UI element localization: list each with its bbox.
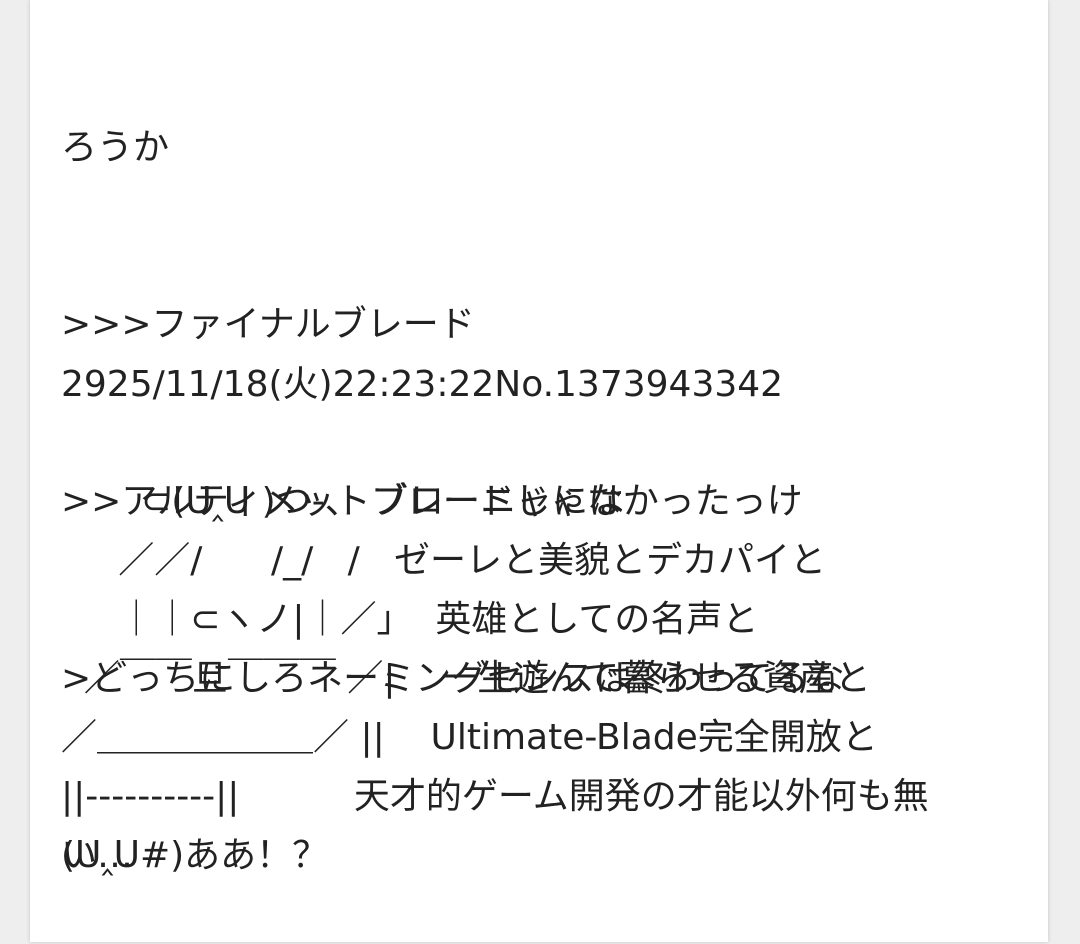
quote-line: >>アルティメットブレードじゃなかったっけ [61, 481, 803, 522]
ascii-art-line: ||----------|| 天才的ゲーム開発の才能以外何も無 [61, 776, 929, 817]
post-card [30, 0, 1048, 942]
post-body: ろうか >>>ファイナルブレード >>アルティメットブレードじゃなかったっけ >… [61, 0, 1061, 944]
quote-line: >どっちにしろネーミングセンスは終わってるな [61, 658, 845, 699]
ascii-art-line: ⊂(ᑌ‸ᑌ )つ-、 ブローニャには [61, 481, 625, 522]
ascii-art-line: い… [61, 835, 134, 876]
ascii-art-line: ｜｜⊂ヽノ|｜／」 英雄としての名声と [61, 599, 759, 640]
ascii-art-line: ／＿＿＿＿＿＿／ || Ultimate-Blade完全開放と [61, 717, 878, 758]
post-meta[interactable]: 2925/11/18(火)22:23:22No.1373943342 [61, 364, 784, 405]
quote-line: >>>ファイナルブレード [61, 304, 475, 345]
ascii-art-line: ／￣￣旦￣￣￣ ／| 一生遊んで暮らせる資産と [61, 658, 871, 699]
ascii-art-line: ／／/ /_/ / ゼーレと美貌とデカパイと [61, 540, 827, 581]
text-line: ろうか [61, 127, 170, 168]
text-line: (ᑌ‸ᑌ#)ああ！？ [61, 835, 329, 876]
